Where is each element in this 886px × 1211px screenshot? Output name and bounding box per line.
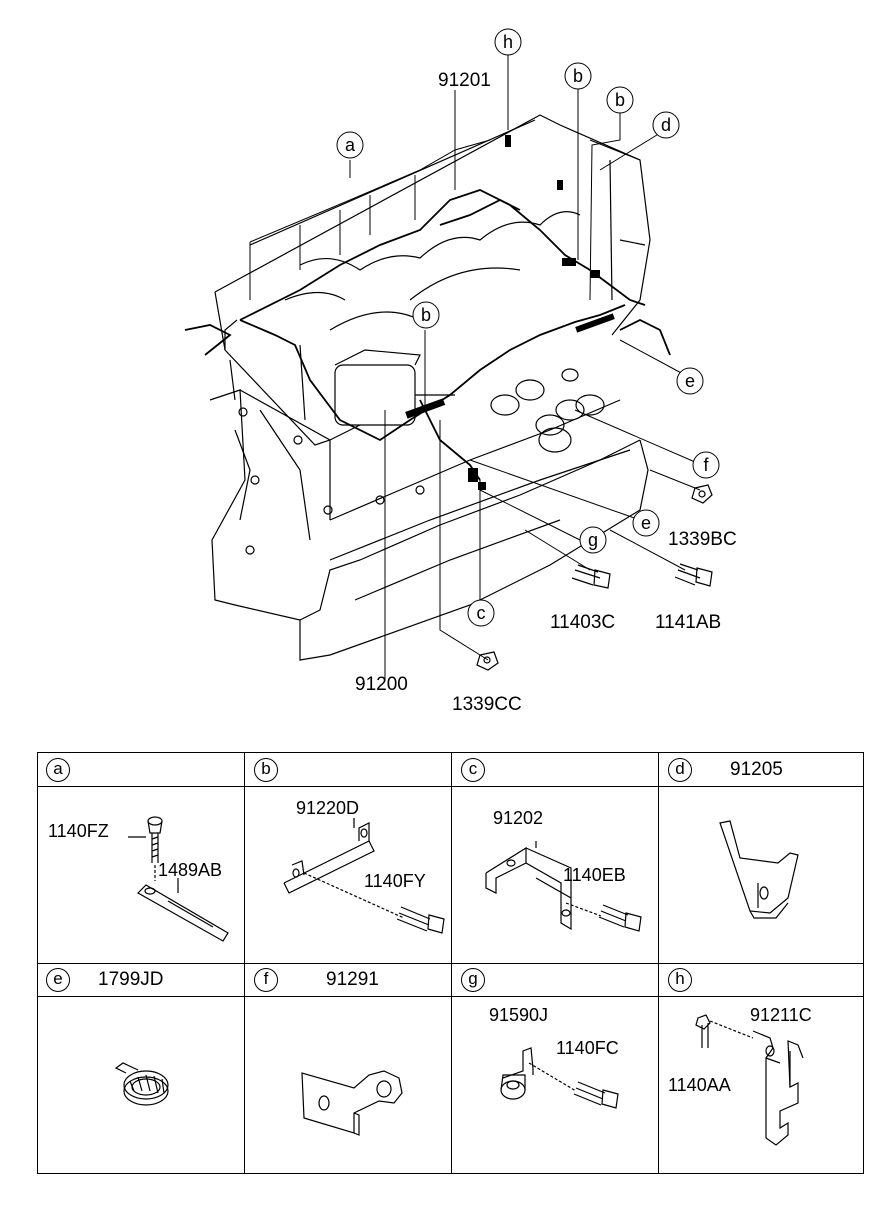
label-91220D: 91220D bbox=[296, 798, 360, 818]
connector-blocks bbox=[405, 135, 615, 490]
badge-f: f bbox=[254, 968, 278, 992]
callout-b-top: b bbox=[564, 62, 592, 90]
svg-text:b: b bbox=[615, 90, 625, 110]
bracket-91291-drawing bbox=[301, 1070, 403, 1136]
table-cell-f: f 91291 bbox=[244, 963, 451, 1175]
label-1339CC: 1339CC bbox=[452, 694, 522, 715]
label-1140AA: 1140AA bbox=[668, 1075, 731, 1095]
label-1339BC: 1339BC bbox=[668, 529, 737, 550]
engine-drawing: h b b d a b e f e g c 91201 91200 1339BC… bbox=[184, 28, 737, 715]
bracket-91205-drawing bbox=[719, 820, 799, 919]
svg-text:a: a bbox=[345, 135, 356, 155]
callout-h: h bbox=[494, 28, 522, 56]
svg-text:e: e bbox=[641, 513, 651, 533]
label-91201: 91201 bbox=[438, 70, 491, 91]
part-number-labels: 91201 91200 1339BC 11403C 1141AB 1339CC bbox=[355, 70, 737, 715]
clip-strap-bolt-drawing bbox=[128, 816, 229, 942]
label-1140FZ: 1140FZ bbox=[48, 821, 109, 841]
bracket-91211C-drawing bbox=[695, 1014, 804, 1146]
label-1140FC: 1140FC bbox=[556, 1038, 619, 1058]
svg-text:d: d bbox=[661, 115, 671, 135]
badge-a: a bbox=[46, 758, 70, 782]
header-1799JD: 1799JD bbox=[98, 969, 164, 990]
bolt-icons bbox=[476, 484, 713, 671]
badge-d: d bbox=[668, 758, 692, 782]
label-11403C: 11403C bbox=[550, 612, 615, 633]
header-91205: 91205 bbox=[730, 759, 783, 780]
svg-text:b: b bbox=[421, 305, 431, 325]
badge-g: g bbox=[461, 968, 485, 992]
table-cell-a: a 1140FZ 1489AB bbox=[38, 753, 244, 963]
table-cell-b: b 91220D 1140FY bbox=[244, 753, 451, 963]
label-91211C: 91211C bbox=[750, 1005, 812, 1025]
callout-a: a bbox=[336, 131, 364, 159]
callout-c: c bbox=[467, 599, 495, 627]
cable-tie-drawing bbox=[114, 1062, 169, 1106]
label-1141AB: 1141AB bbox=[655, 612, 721, 633]
table-cell-g: g 91590J 1140FC bbox=[451, 963, 658, 1175]
table-cell-c: c 91202 1140EB bbox=[451, 753, 658, 963]
table-cell-e: e 1799JD bbox=[38, 963, 244, 1175]
svg-text:h: h bbox=[503, 32, 513, 52]
callout-e-mid: e bbox=[632, 509, 660, 537]
bracket-91220D-drawing bbox=[283, 818, 445, 934]
leader-lines bbox=[249, 55, 701, 680]
svg-text:c: c bbox=[477, 603, 486, 623]
badge-h: h bbox=[668, 968, 692, 992]
svg-text:g: g bbox=[588, 530, 598, 550]
label-1140EB: 1140EB bbox=[563, 865, 626, 885]
callout-b-right: b bbox=[606, 86, 634, 114]
callout-g: g bbox=[579, 526, 607, 554]
callout-e-right: e bbox=[676, 367, 704, 395]
svg-text:b: b bbox=[573, 66, 583, 86]
table-cell-h: h 91211C 1140AA bbox=[658, 963, 865, 1175]
engine-wiring-diagram: h b b d a b e f e g c 91201 91200 1339BC… bbox=[184, 28, 737, 715]
badge-c: c bbox=[461, 758, 485, 782]
callout-f: f bbox=[692, 451, 720, 479]
callout-d: d bbox=[652, 111, 680, 139]
label-1489AB: 1489AB bbox=[158, 860, 223, 880]
clip-91590J-drawing bbox=[500, 1047, 619, 1109]
label-91200: 91200 bbox=[355, 674, 408, 695]
wiring-harness bbox=[184, 189, 671, 481]
engine-block-outline bbox=[209, 114, 651, 661]
callout-b-mid: b bbox=[412, 301, 440, 329]
table-cell-d: d 91205 bbox=[658, 753, 865, 963]
svg-text:f: f bbox=[703, 455, 709, 475]
header-91291: 91291 bbox=[326, 969, 379, 990]
callout-circles: h b b d a b e f e g c bbox=[336, 28, 720, 627]
parts-table: a 1140FZ 1489AB b bbox=[37, 752, 864, 1174]
badge-b: b bbox=[254, 758, 278, 782]
label-91590J: 91590J bbox=[489, 1005, 549, 1025]
bracket-91202-drawing bbox=[485, 841, 642, 932]
label-1140FY: 1140FY bbox=[364, 871, 426, 891]
badge-e: e bbox=[46, 968, 70, 992]
label-91202: 91202 bbox=[493, 808, 544, 828]
svg-text:e: e bbox=[685, 371, 695, 391]
